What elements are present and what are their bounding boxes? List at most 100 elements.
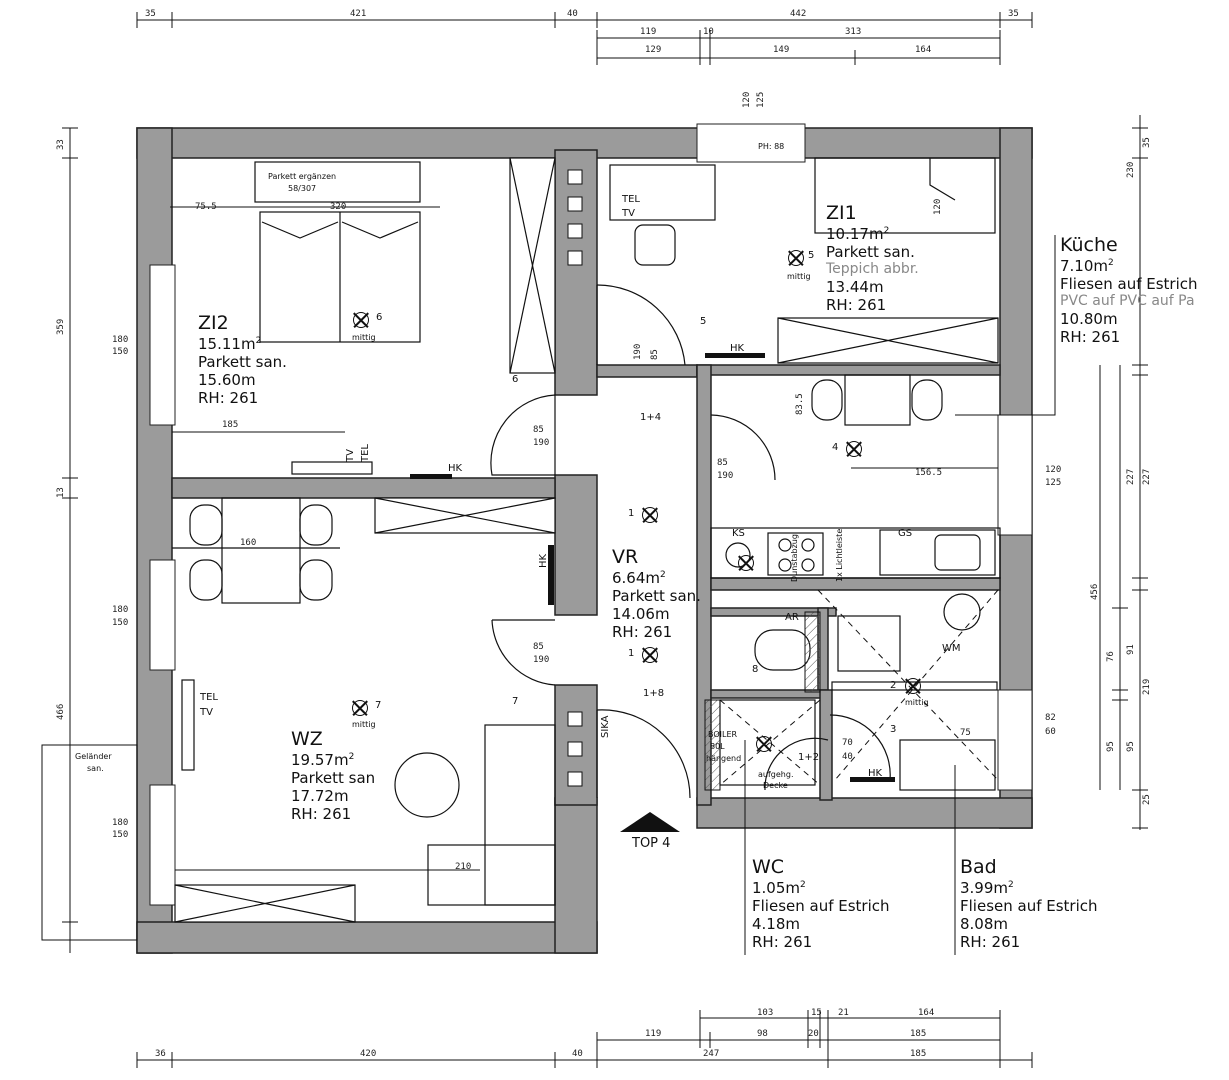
wz-lamp-icon (352, 700, 368, 716)
zi2-mittig: mittig (352, 333, 376, 342)
wz-lamp-num: 7 (375, 700, 382, 711)
dim-win2-150: 150 (112, 618, 129, 628)
wz-mittig: mittig (352, 720, 376, 729)
dim-right-11: 25 (1142, 794, 1152, 805)
zi1-lamp-num: 5 (808, 250, 815, 261)
room-wc-area-unit: 2 (800, 879, 806, 890)
dim-bot2-4: 20 (808, 1029, 819, 1039)
room-vr-height: RH: 261 (612, 622, 673, 641)
room-zi1-perimeter: 13.44m (826, 277, 884, 296)
top-label: TOP 4 (632, 836, 671, 851)
dim-bot1-1: 103 (757, 1008, 774, 1018)
dim-k-120: 120 (1045, 465, 1062, 475)
dim-top2-2: 10 (703, 27, 714, 37)
room-zi1-name: ZI1 (826, 202, 857, 224)
vr-lamp2-num: 1 (628, 648, 635, 659)
dim-win2-180: 180 (112, 605, 129, 615)
windows (149, 123, 1033, 906)
dim-k-83: 83.5 (795, 393, 805, 415)
dim-bot1-2: 15 (811, 1008, 822, 1018)
wc-lamp-icon (756, 736, 772, 752)
dim-right-9: 95 (1106, 741, 1116, 752)
dim-left-1: 33 (56, 139, 66, 150)
kueche-lamp-num: 4 (832, 442, 839, 453)
zi1-switch-num: 5 (700, 316, 707, 327)
room-zi2-name: ZI2 (198, 312, 229, 334)
hk-zi1-label: HK (730, 343, 745, 354)
dim-b-40: 40 (842, 752, 853, 762)
furniture (172, 157, 1001, 906)
room-zi1-height: RH: 261 (826, 295, 887, 314)
interior-walls (171, 149, 1001, 806)
wz-tel-label: TEL (200, 692, 218, 703)
room-zi2-floor: Parkett san. (198, 352, 287, 371)
dim-bot3-3: 40 (572, 1049, 583, 1059)
heaters (410, 353, 895, 782)
dim-top2-1: 119 (640, 27, 657, 37)
gelaender-label-2: san. (87, 764, 104, 773)
parkett-ergaenzen-dim: 58/307 (288, 184, 317, 193)
zi2-lamp-icon (353, 312, 369, 328)
wz-tv-label: TV (200, 707, 213, 718)
decke-label: aufgehg. (758, 770, 794, 779)
dim-zi1-190: 190 (633, 343, 643, 360)
room-zi2-area: 15.11m (198, 334, 256, 353)
dim-win1-150: 150 (112, 347, 129, 357)
dim-door2-190: 190 (533, 655, 550, 665)
dim-top2-3: 313 (845, 27, 862, 37)
wm-label: WM (942, 643, 961, 654)
zi2-tv-label: TV (345, 449, 356, 462)
dim-top-2: 421 (350, 9, 367, 19)
dim-bot3-2: 420 (360, 1049, 377, 1059)
dim-bot2-3: 98 (757, 1029, 768, 1039)
dim-bot3-4: 247 (703, 1049, 720, 1059)
dim-zi1-120: 120 (933, 198, 943, 215)
dim-bot3-6: 185 (910, 1049, 927, 1059)
dim-b-70: 70 (842, 738, 853, 748)
room-kueche-area: 7.10m (1060, 256, 1109, 275)
dim-b-82: 82 (1045, 713, 1056, 723)
dim-bot2-6: 185 (910, 1029, 927, 1039)
dim-bot3-1: 36 (155, 1049, 166, 1059)
dim-door-85: 85 (533, 425, 544, 435)
dim-bot1-3: 21 (838, 1008, 849, 1018)
decke-label-2: Decke (763, 781, 788, 790)
bad-lamp-num: 2 (890, 680, 897, 691)
vr-lamp2-icon (642, 647, 658, 663)
room-kueche-floor2: PVC auf PVC auf Pa (1060, 292, 1195, 309)
bad-switch-num: 3 (890, 724, 897, 735)
room-zi1-area: 10.17m (826, 224, 884, 243)
room-wc: WC 1.05m2 Fliesen auf Estrich 4.18m RH: … (752, 856, 890, 951)
dim-top-3: 40 (567, 9, 578, 19)
dim-win3-180: 180 (112, 818, 129, 828)
room-vr-perimeter: 14.06m (612, 604, 670, 623)
dim-right-6: 76 (1106, 651, 1116, 662)
dim-k-156: 156.5 (915, 468, 943, 478)
dim-top-120: 120 (742, 91, 752, 108)
dim-left-3: 13 (56, 487, 66, 498)
room-vr-floor: Parkett san. (612, 586, 701, 605)
dim-right-3: 227 (1142, 468, 1152, 485)
dim-zi2-320: 320 (330, 202, 347, 212)
boiler-label-2: 80L (710, 742, 725, 751)
room-kueche-area-unit: 2 (1108, 257, 1114, 268)
room-wz-perimeter: 17.72m (291, 786, 349, 805)
dim-wz-160: 160 (240, 538, 257, 548)
dim-b-60: 60 (1045, 727, 1056, 737)
hk-wz-label: HK (538, 553, 549, 568)
vr-lamp1-icon (642, 507, 658, 523)
zi1-tel-label: TEL (622, 194, 640, 205)
zi1-tv-label: TV (622, 208, 635, 219)
dim-right-2: 230 (1126, 161, 1136, 178)
room-kueche-floor: Fliesen auf Estrich (1060, 274, 1198, 293)
dim-k-125: 125 (1045, 478, 1062, 488)
room-bad-perimeter: 8.08m (960, 914, 1009, 933)
wz-switch-num: 7 (512, 696, 519, 707)
doors (490, 284, 891, 799)
room-vr-area-unit: 2 (660, 569, 666, 580)
dim-left-2: 359 (56, 318, 66, 335)
room-wz: WZ 19.57m2 Parkett san 17.72m RH: 261 (291, 728, 375, 823)
dim-bot1-4: 164 (918, 1008, 935, 1018)
room-zi1-floor2: Teppich abbr. (826, 260, 919, 277)
